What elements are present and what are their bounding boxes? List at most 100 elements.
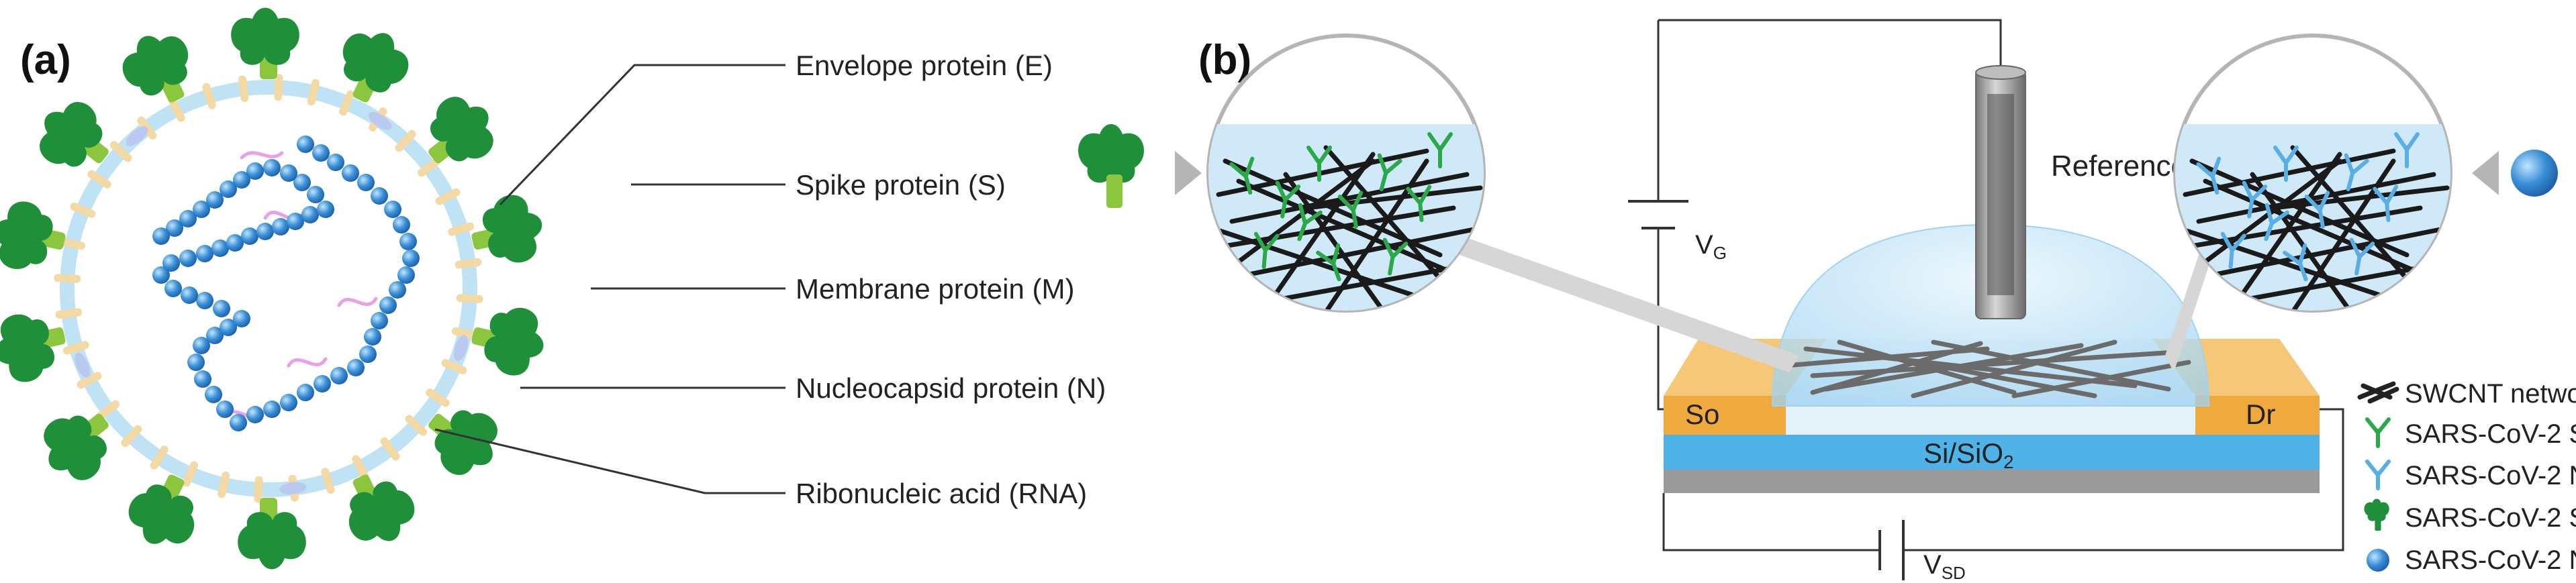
legend-label: SARS-CoV-2 N antibody <box>2405 461 2576 490</box>
magnified-view-n-antibody <box>2173 34 2452 313</box>
antibody <box>1377 153 1402 192</box>
membrane-protein <box>405 415 428 436</box>
carbon-nanotube <box>2270 185 2450 211</box>
nucleocapsid-protein <box>272 218 289 235</box>
membrane-protein <box>456 294 483 303</box>
nucleocapsid-protein <box>397 266 415 284</box>
membrane-protein <box>87 170 111 189</box>
rna-strand <box>287 357 328 368</box>
nucleocapsid-protein <box>152 227 170 245</box>
panel-b-letter: (b) <box>1198 37 1251 83</box>
membrane-protein <box>339 90 355 116</box>
membrane-protein <box>307 78 320 106</box>
leader-line-rna <box>434 428 785 494</box>
source-label: So <box>1685 399 1719 430</box>
spike-protein <box>0 201 66 270</box>
antibody <box>2273 146 2299 182</box>
envelope-protein <box>279 482 307 495</box>
nucleocapsid-protein <box>330 367 348 384</box>
membrane-protein <box>121 425 142 447</box>
nucleocapsid-protein <box>233 310 250 327</box>
membrane-protein <box>451 327 479 339</box>
nucleocapsid-protein <box>206 327 224 344</box>
spike-protein <box>0 314 66 382</box>
nucleocapsid-protein <box>312 144 330 162</box>
n-antibody-icon <box>2365 460 2391 490</box>
carbon-nanotube <box>1209 225 1416 298</box>
nucleocapsid-protein <box>166 219 183 237</box>
nucleocapsid-protein <box>402 250 420 267</box>
nucleocapsid-protein <box>263 159 281 176</box>
carbon-nanotube <box>2011 360 2191 399</box>
antibody <box>1337 191 1364 229</box>
spike-protein <box>231 7 299 79</box>
membrane-protein <box>109 141 132 162</box>
gate-voltage-label: VG <box>1695 230 1727 263</box>
antibody <box>1406 184 1432 222</box>
nucleocapsid-protein <box>301 206 319 223</box>
nucleocapsid-protein <box>179 210 197 227</box>
spike-protein <box>238 498 306 570</box>
nucleocapsid-protein <box>297 384 314 401</box>
nucleocapsid-protein <box>193 337 210 354</box>
nucleocapsid-protein <box>389 281 406 299</box>
antibody <box>1229 156 1255 195</box>
label-envelope-protein: Envelope protein (E) <box>796 50 1053 81</box>
legend-swcnt-network: SWCNT network <box>2357 379 2576 409</box>
virus-particle <box>0 7 544 570</box>
nucleocapsid-protein <box>220 319 237 336</box>
rna-strand <box>240 151 284 160</box>
membrane-protein <box>58 237 86 250</box>
antibody <box>2264 203 2289 242</box>
membrane-protein <box>238 75 249 103</box>
nucleocapsid-protein <box>241 227 258 245</box>
circuit-wires <box>1657 19 2344 551</box>
spike-protein <box>428 97 493 164</box>
membrane-protein <box>352 455 369 480</box>
si-layer-front <box>1664 470 2320 493</box>
panel-a-labels: Envelope protein (E) Spike protein (S) M… <box>796 50 1106 509</box>
membrane-protein <box>448 222 475 236</box>
carbon-nanotube <box>2176 225 2383 298</box>
membrane-protein <box>380 437 400 461</box>
rna-strand <box>337 297 378 307</box>
nucleocapsid-protein <box>357 174 375 191</box>
panel-a-leader-lines <box>434 64 785 494</box>
magnified-view-s-antibody <box>1206 34 1486 313</box>
nucleocapsid-protein <box>327 154 344 171</box>
nucleocapsid-protein <box>347 359 365 376</box>
gate-battery-symbol <box>1628 200 1688 229</box>
nucleocapsid-protein <box>379 297 397 314</box>
membrane-protein <box>150 445 169 470</box>
reference-electrode <box>1975 65 2026 319</box>
nucleocapsid-protein <box>196 292 213 309</box>
nucleocapsid-protein <box>193 201 210 218</box>
nucleocapsid-protein <box>246 406 264 423</box>
carbon-nanotube <box>1810 350 2178 378</box>
antibody <box>2349 237 2375 276</box>
membrane-protein <box>202 83 216 109</box>
label-membrane-protein: Membrane protein (M) <box>796 273 1074 305</box>
legend-s-antibody: SARS-CoV-2 S antibody <box>2365 417 2576 449</box>
antibody <box>1316 243 1341 282</box>
nucleocapsid-protein <box>371 187 388 205</box>
legend-s-antigen: SARS-CoV-2 S antigen <box>2364 498 2576 533</box>
membrane-protein <box>96 400 120 420</box>
spike-protein <box>128 474 195 544</box>
antibody <box>1306 146 1332 182</box>
membrane-protein <box>182 461 198 487</box>
nucleocapsid-protein <box>393 216 410 233</box>
nucleocapsid-protein <box>342 164 359 182</box>
membrane-protein <box>321 468 335 494</box>
drain-electrode-front <box>2195 396 2320 435</box>
source-electrode-front <box>1664 396 1786 435</box>
label-nucleocapsid-protein: Nucleocapsid protein (N) <box>796 372 1106 404</box>
legend-label: SARS-CoV-2 S antibody <box>2405 419 2576 449</box>
nucleocapsid-protein <box>205 386 222 403</box>
antibody <box>2196 156 2222 195</box>
nucleocapsid-protein <box>213 300 230 317</box>
s-antibody-icon <box>2365 417 2391 448</box>
nucleocapsid-protein <box>256 223 274 240</box>
membrane-protein <box>168 97 185 122</box>
